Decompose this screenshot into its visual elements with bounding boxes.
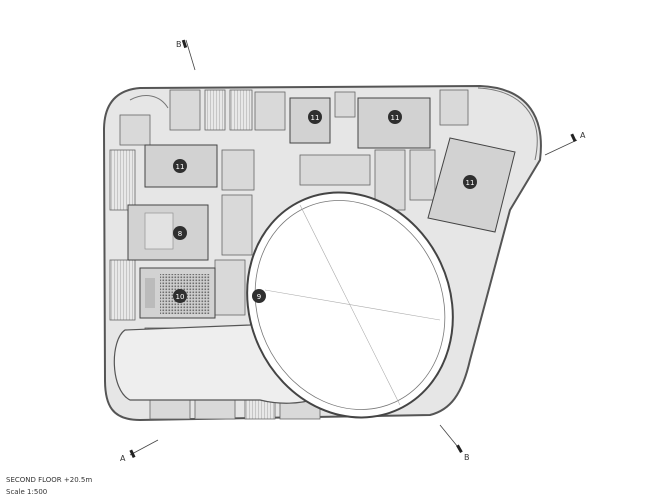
atrium-void xyxy=(246,191,454,419)
svg-text:11: 11 xyxy=(391,114,400,122)
room-label-11-topright: 11 xyxy=(388,110,402,124)
svg-text:9: 9 xyxy=(257,293,261,301)
svg-text:11: 11 xyxy=(311,114,320,122)
section-marker-a-right: A xyxy=(544,131,586,156)
room-label-9: 9 xyxy=(252,289,266,303)
svg-text:A: A xyxy=(580,131,586,140)
svg-text:B: B xyxy=(464,453,470,462)
drawing-scale: Scale 1:500 xyxy=(6,488,48,496)
section-marker-b-bottom: B xyxy=(439,424,470,462)
svg-text:11: 11 xyxy=(466,179,475,187)
room-label-10: 10 xyxy=(173,289,187,303)
room-label-11-topmid: 11 xyxy=(308,110,322,124)
svg-text:A: A xyxy=(120,454,126,463)
svg-text:11: 11 xyxy=(176,163,185,171)
section-marker-b-top: B xyxy=(176,39,196,71)
svg-text:8: 8 xyxy=(178,230,182,238)
section-marker-a-left: A xyxy=(120,439,159,463)
glazing-topleft xyxy=(129,95,169,109)
svg-text:B: B xyxy=(176,40,182,49)
drawing-title: SECOND FLOOR +20.5m xyxy=(6,476,93,484)
svg-text:10: 10 xyxy=(176,293,185,301)
room-10-auditorium xyxy=(139,267,216,319)
room-label-8: 8 xyxy=(173,226,187,240)
room-label-11-right: 11 xyxy=(463,175,477,189)
room-label-11-topleft: 11 xyxy=(173,159,187,173)
glazing-topright xyxy=(477,87,538,161)
room-8 xyxy=(127,204,209,261)
